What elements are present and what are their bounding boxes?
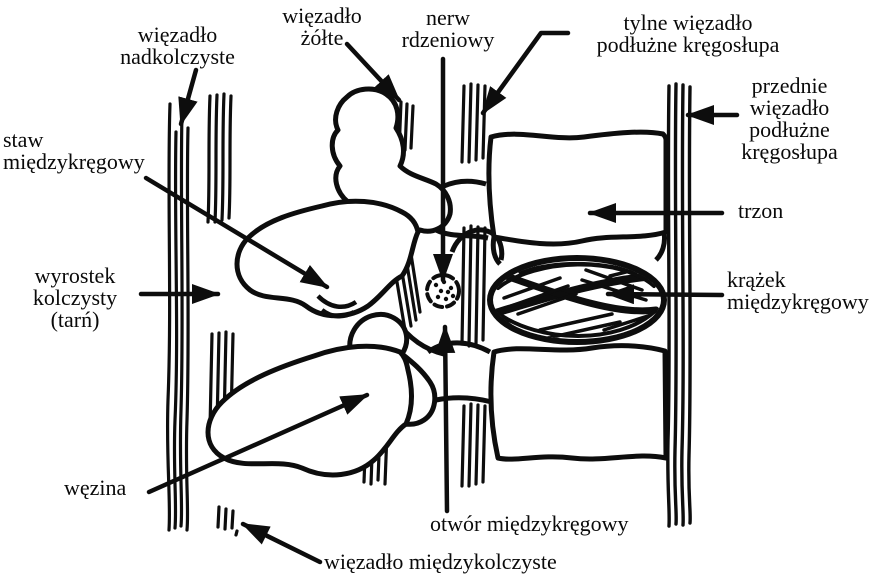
- intervertebral-disc: [487, 255, 667, 345]
- interspinous-ligament-marks: [216, 505, 239, 537]
- arrow-tylne-wiezadlo: [480, 30, 571, 116]
- label-przednie-wiezadlo-podluzne: przednie więzadło podłużne kręgosłupa: [741, 73, 838, 164]
- lower-vertebral-body: [488, 343, 669, 462]
- lower-spinous-process: [205, 343, 414, 478]
- anterior-longitudinal-ligament-hatch: [666, 82, 692, 528]
- posterior-longitudinal-ligament-hatch: [460, 82, 487, 488]
- upper-vertebral-body: [486, 129, 669, 247]
- arrow-wiezadlo-nadkolczyste: [178, 67, 199, 127]
- supraspinous-ligament-hatch: [165, 102, 190, 532]
- label-wiezadlo-miedzykolczyste: więzadło międzykolczyste: [324, 549, 557, 574]
- arrow-krazek-miedzykregowy: [605, 284, 725, 305]
- label-staw-miedzykregowy: staw międzykręgowy: [3, 127, 145, 174]
- label-wiezadlo-nadkolczyste: więzadło nadkolczyste: [120, 22, 235, 69]
- label-otwor-miedzykregowy: otwór międzykręgowy: [430, 511, 629, 536]
- upper-spinous-process: [234, 198, 421, 319]
- arrow-wezina: [146, 392, 370, 495]
- label-nerw-rdzeniowy: nerw rdzeniowy: [401, 5, 495, 52]
- arrow-staw-miedzykregowy: [143, 175, 330, 290]
- body-corner-curves: [490, 231, 667, 266]
- label-tylne-wiezadlo-podluzne: tylne więzadło podłużne kręgosłupa: [596, 10, 780, 57]
- arrow-otwor-miedzykregowy: [435, 324, 456, 514]
- arrow-wiezadlo-miedzykolczyste: [240, 521, 323, 565]
- label-krazek-miedzykregowy: krążek międzykręgowy: [727, 267, 869, 314]
- label-trzon: trzon: [738, 198, 784, 223]
- arrow-wiezadlo-zolte: [344, 41, 402, 103]
- label-wyrostek-kolczysty: wyrostek kolczysty (tarń): [32, 263, 118, 332]
- label-wiezadlo-zolte: więzadło żółte: [282, 3, 362, 50]
- label-wezina: węzina: [64, 475, 127, 500]
- interspinous-band-hatch: [206, 92, 235, 430]
- facet-joint-lines: [316, 294, 358, 319]
